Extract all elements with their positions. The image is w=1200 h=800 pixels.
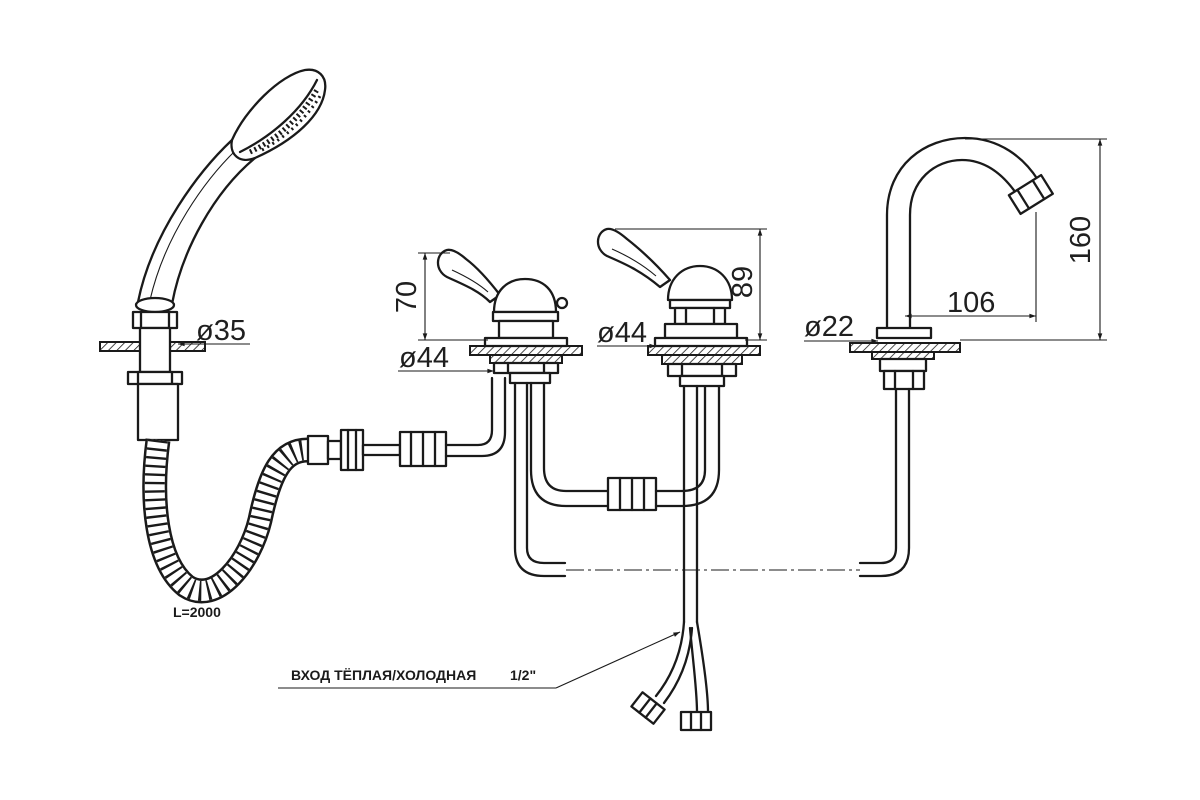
left-supply-pipe bbox=[513, 381, 567, 578]
dimension-left-valve-diameter: ø44 bbox=[398, 342, 494, 374]
deck-section bbox=[647, 345, 761, 356]
inlet-pipe bbox=[630, 384, 713, 732]
shower-handle bbox=[134, 138, 257, 314]
inlet-connector-right bbox=[679, 710, 713, 732]
inlet-label: ВХОД ТЁПЛАЯ/ХОЛОДНАЯ bbox=[291, 667, 476, 683]
shower-hose bbox=[142, 437, 309, 604]
inlet-leader: ВХОД ТЁПЛАЯ/ХОЛОДНАЯ 1/2" bbox=[278, 631, 681, 689]
middle-valve-lever bbox=[596, 227, 672, 289]
dimension-spout-reach: 106 bbox=[905, 212, 1037, 322]
dimension-middle-valve-diameter: ø44 bbox=[597, 317, 656, 349]
left-valve-dome bbox=[492, 277, 558, 314]
deck-section bbox=[849, 342, 961, 353]
dim-89-label: 89 bbox=[727, 266, 759, 298]
hose-fittings bbox=[306, 428, 448, 472]
dim-160-label: 160 bbox=[1065, 216, 1097, 264]
dimension-shower-holder-diameter: ø35 bbox=[178, 315, 250, 347]
dim-35-label: ø35 bbox=[196, 315, 246, 347]
dim-106-label: 106 bbox=[947, 287, 995, 319]
hand-shower bbox=[134, 68, 327, 314]
dimension-spout-diameter: ø22 bbox=[804, 311, 878, 344]
left-valve bbox=[436, 248, 583, 385]
deck-section bbox=[469, 345, 583, 356]
middle-valve bbox=[596, 227, 761, 388]
hose-length-label: L=2000 bbox=[173, 604, 221, 620]
u-connector-pipe bbox=[529, 381, 721, 512]
dimension-spout-height: 160 bbox=[960, 138, 1107, 341]
spout-supply-pipe bbox=[858, 387, 911, 578]
dim-44-left-label: ø44 bbox=[399, 342, 449, 374]
dim-22-label: ø22 bbox=[804, 311, 854, 343]
inlet-connector-left bbox=[630, 691, 666, 725]
dim-44-middle-label: ø44 bbox=[597, 317, 647, 349]
hose-to-valve-pipe bbox=[444, 376, 507, 458]
left-valve-lever bbox=[436, 248, 502, 304]
inlet-size-label: 1/2" bbox=[510, 667, 536, 683]
middle-valve-dome bbox=[666, 264, 734, 302]
shower-holder-mount bbox=[99, 310, 206, 442]
dimension-middle-valve-height: 89 bbox=[615, 228, 767, 341]
spout bbox=[849, 136, 1054, 391]
left-valve-button bbox=[555, 296, 569, 310]
shower-head bbox=[230, 68, 327, 161]
spout-nozzle bbox=[1007, 173, 1054, 216]
dim-70-label: 70 bbox=[391, 281, 423, 313]
dimension-left-valve-height: 70 bbox=[391, 252, 488, 341]
